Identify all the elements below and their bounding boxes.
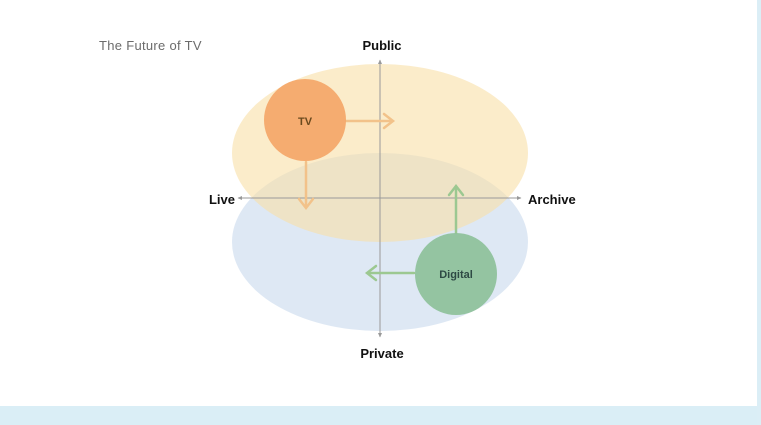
axis-label-archive: Archive <box>528 192 576 207</box>
tv-node: TV <box>264 79 346 161</box>
tv-node-label: TV <box>298 116 313 128</box>
axis-label-live: Live <box>209 192 235 207</box>
axis-label-private: Private <box>360 346 403 361</box>
digital-arrow-left <box>364 264 416 282</box>
tv-future-diagram: Public Private Live Archive TV Digital <box>209 38 576 361</box>
slide-title: The Future of TV <box>99 38 202 53</box>
bottom-band <box>0 406 757 425</box>
axis-label-public: Public <box>362 38 401 53</box>
digital-node: Digital <box>415 233 497 315</box>
digital-node-label: Digital <box>439 269 473 281</box>
tv-arrow-down <box>297 160 315 211</box>
digital-arrow-up <box>447 183 465 235</box>
tv-arrow-right <box>344 112 396 130</box>
window-edge <box>757 0 761 425</box>
